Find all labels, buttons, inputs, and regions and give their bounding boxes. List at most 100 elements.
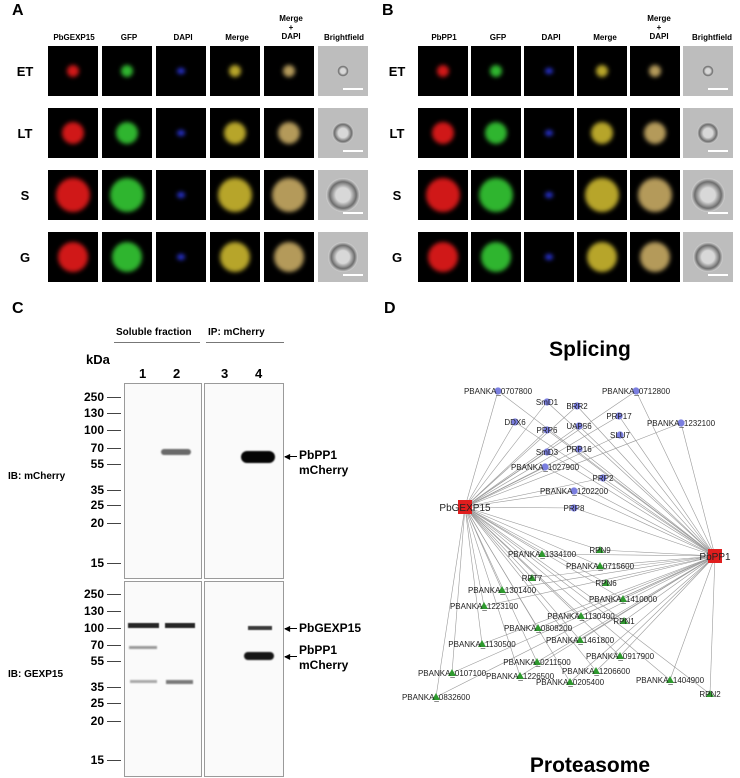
micrograph-green bbox=[102, 170, 152, 220]
proteasome-node-pbanka_1461800 bbox=[576, 636, 584, 643]
splicing-node-smd1 bbox=[543, 398, 551, 406]
micrograph-bf bbox=[683, 170, 733, 220]
header-underline-soluble bbox=[114, 342, 200, 343]
node-label: PBANKA_1461800 bbox=[546, 636, 615, 645]
node-label: PRP16 bbox=[566, 445, 592, 454]
marker-tick bbox=[107, 397, 121, 398]
micrograph-bf bbox=[318, 108, 368, 158]
micrograph-green bbox=[102, 108, 152, 158]
micrograph-blue bbox=[156, 46, 206, 96]
micrograph-red bbox=[418, 46, 468, 96]
row-label-s-b: S bbox=[392, 188, 402, 203]
network-edge bbox=[464, 506, 521, 677]
splicing-node-prp6 bbox=[543, 426, 551, 434]
network-edge bbox=[519, 555, 716, 677]
node-label: PRP17 bbox=[606, 412, 632, 421]
node-label: PBANKA_0917900 bbox=[586, 652, 655, 661]
row-label-lt: LT bbox=[17, 126, 33, 141]
network-edge bbox=[464, 506, 543, 555]
micrograph-bf bbox=[318, 170, 368, 220]
network-edge bbox=[464, 506, 533, 579]
lane-3: 3 bbox=[221, 366, 229, 381]
label-bottom-pbgexp15: PbGEXP15 bbox=[299, 621, 362, 635]
node-label: SmD1 bbox=[536, 398, 559, 407]
splicing-node-prp17 bbox=[615, 412, 623, 420]
micrograph-red bbox=[48, 108, 98, 158]
network-edge bbox=[623, 555, 716, 622]
header-ip-mcherry: IP: mCherry bbox=[208, 327, 265, 338]
marker-tick bbox=[107, 628, 121, 629]
micrograph-green bbox=[102, 232, 152, 282]
network-edge bbox=[464, 506, 483, 645]
node-label: DDX6 bbox=[504, 418, 526, 427]
micrograph-merge bbox=[210, 108, 260, 158]
network-edge bbox=[578, 425, 716, 557]
splicing-node-pbanka_1027900 bbox=[541, 463, 549, 471]
micrograph-red bbox=[418, 232, 468, 282]
marker-tick bbox=[107, 760, 121, 761]
network-edge bbox=[605, 555, 716, 584]
row-label-g-b: G bbox=[391, 250, 403, 265]
network-edge bbox=[464, 506, 581, 641]
node-label: PbGEXP15 bbox=[439, 503, 491, 514]
micrograph-mergedapi bbox=[630, 108, 680, 158]
band-bottom-lane1-70 bbox=[129, 646, 157, 649]
col-header-pbpp1: PbPP1 bbox=[431, 33, 457, 42]
header-underline-ip bbox=[206, 342, 284, 343]
proteasome-node-pbanka_1334100 bbox=[538, 550, 546, 557]
proteasome-node-pbanka_1130400 bbox=[577, 612, 585, 619]
micrograph-blue bbox=[524, 46, 574, 96]
proteasome-node-pbanka_0211500 bbox=[533, 658, 541, 665]
marker-35: 35 bbox=[90, 680, 104, 694]
blot-top-soluble bbox=[124, 383, 202, 579]
node-label: PRP2 bbox=[593, 474, 614, 483]
network-edge bbox=[546, 401, 716, 557]
node-label: PBANKA_0715600 bbox=[566, 562, 635, 571]
micrograph-merge bbox=[577, 46, 627, 96]
micrograph-bf bbox=[318, 46, 368, 96]
node-label: RPT7 bbox=[522, 574, 543, 583]
node-label: RPN6 bbox=[595, 579, 617, 588]
splicing-node-ddx6 bbox=[511, 418, 519, 426]
splicing-node-slu7 bbox=[616, 431, 624, 439]
micrograph-bf bbox=[683, 46, 733, 96]
ib-gexp15-label: IB: GEXP15 bbox=[8, 669, 64, 680]
network-edge bbox=[451, 506, 466, 674]
col-header-merge: Merge bbox=[225, 33, 249, 42]
marker-tick bbox=[107, 594, 121, 595]
network-edge bbox=[619, 555, 716, 657]
node-label: RPN9 bbox=[589, 546, 611, 555]
arrow-head-bottom-b: ◀ bbox=[284, 652, 291, 661]
network-edge bbox=[578, 448, 716, 557]
network-edge bbox=[464, 506, 711, 695]
splicing-node-brr2 bbox=[573, 402, 581, 410]
micrograph-blue bbox=[156, 108, 206, 158]
micrograph-mergedapi bbox=[264, 46, 314, 96]
network-edge bbox=[464, 422, 682, 508]
col-header-brightfield-b: Brightfield bbox=[692, 33, 732, 42]
network-edge bbox=[435, 555, 716, 698]
node-label: PBANKA_0808200 bbox=[504, 624, 573, 633]
proteasome-node-rpn1 bbox=[620, 617, 628, 624]
lane-4: 4 bbox=[255, 366, 263, 381]
network-edge bbox=[573, 507, 716, 557]
network-edge bbox=[435, 506, 466, 698]
band-bottom-lane2-100 bbox=[165, 623, 195, 628]
marker-15: 15 bbox=[90, 753, 104, 767]
node-label: PBANKA_0832600 bbox=[402, 693, 471, 702]
proteasome-node-pbanka_0917900 bbox=[616, 652, 624, 659]
network-title-splicing: Splicing bbox=[549, 338, 631, 361]
marker-tick bbox=[107, 523, 121, 524]
micrograph-blue bbox=[524, 170, 574, 220]
micrograph-red bbox=[48, 232, 98, 282]
blot-top-ip bbox=[204, 383, 284, 579]
marker-tick bbox=[107, 490, 121, 491]
marker-tick bbox=[107, 611, 121, 612]
micrograph-blue bbox=[156, 170, 206, 220]
network-edge bbox=[531, 555, 716, 579]
marker-70: 70 bbox=[90, 638, 104, 652]
micrograph-merge bbox=[210, 46, 260, 96]
proteasome-node-pbanka_0832600 bbox=[432, 693, 440, 700]
col-header-dapi-b: DAPI bbox=[541, 33, 561, 42]
node-label: PBANKA_1232100 bbox=[647, 419, 716, 428]
